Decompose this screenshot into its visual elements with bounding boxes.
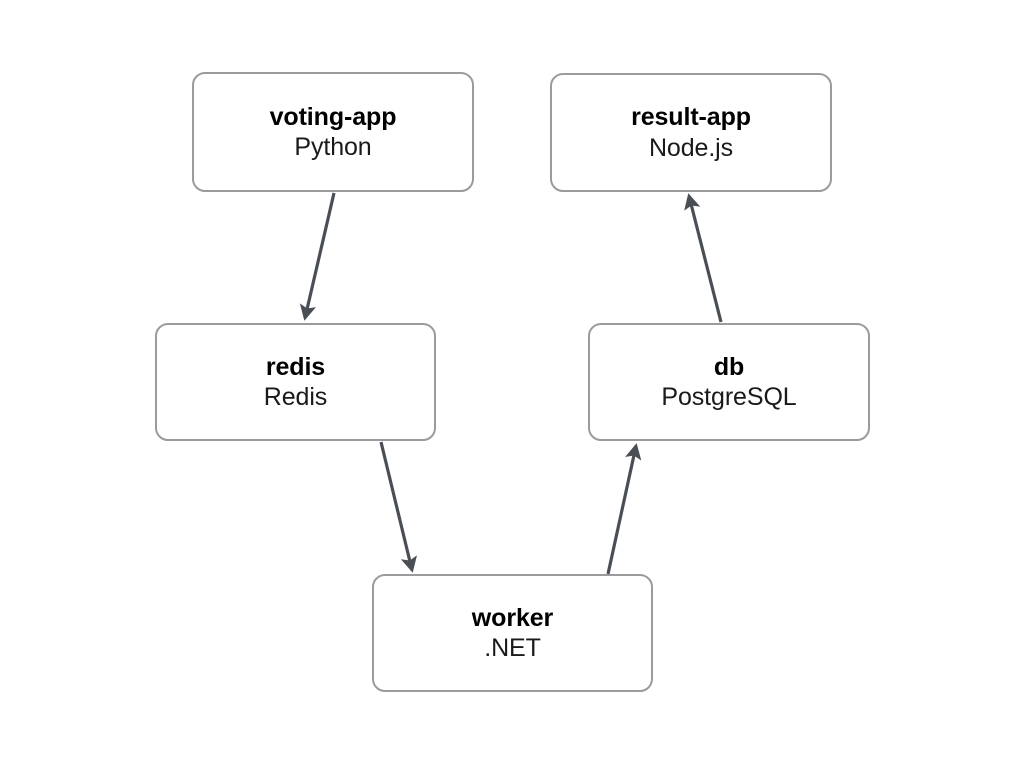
node-title: db (713, 352, 745, 381)
node-subtitle: Redis (263, 383, 328, 411)
node-subtitle: Python (294, 133, 372, 161)
node-subtitle: PostgreSQL (661, 383, 797, 411)
node-voting-app[interactable]: voting-app Python (192, 72, 474, 192)
node-subtitle: .NET (484, 634, 541, 662)
node-worker[interactable]: worker .NET (372, 574, 653, 692)
node-title: voting-app (269, 102, 397, 131)
node-title: worker (471, 603, 554, 632)
node-title: redis (265, 352, 326, 381)
node-result-app[interactable]: result-app Node.js (550, 73, 832, 192)
node-title: result-app (631, 103, 751, 131)
edge-worker-to-db (606, 443, 642, 575)
node-db[interactable]: db PostgreSQL (588, 323, 870, 441)
node-redis[interactable]: redis Redis (155, 323, 436, 441)
edge-voting-app-to-redis (299, 192, 336, 321)
edge-db-to-result-app (684, 193, 723, 323)
edge-redis-to-worker (379, 441, 417, 573)
node-subtitle: Node.js (648, 133, 734, 162)
